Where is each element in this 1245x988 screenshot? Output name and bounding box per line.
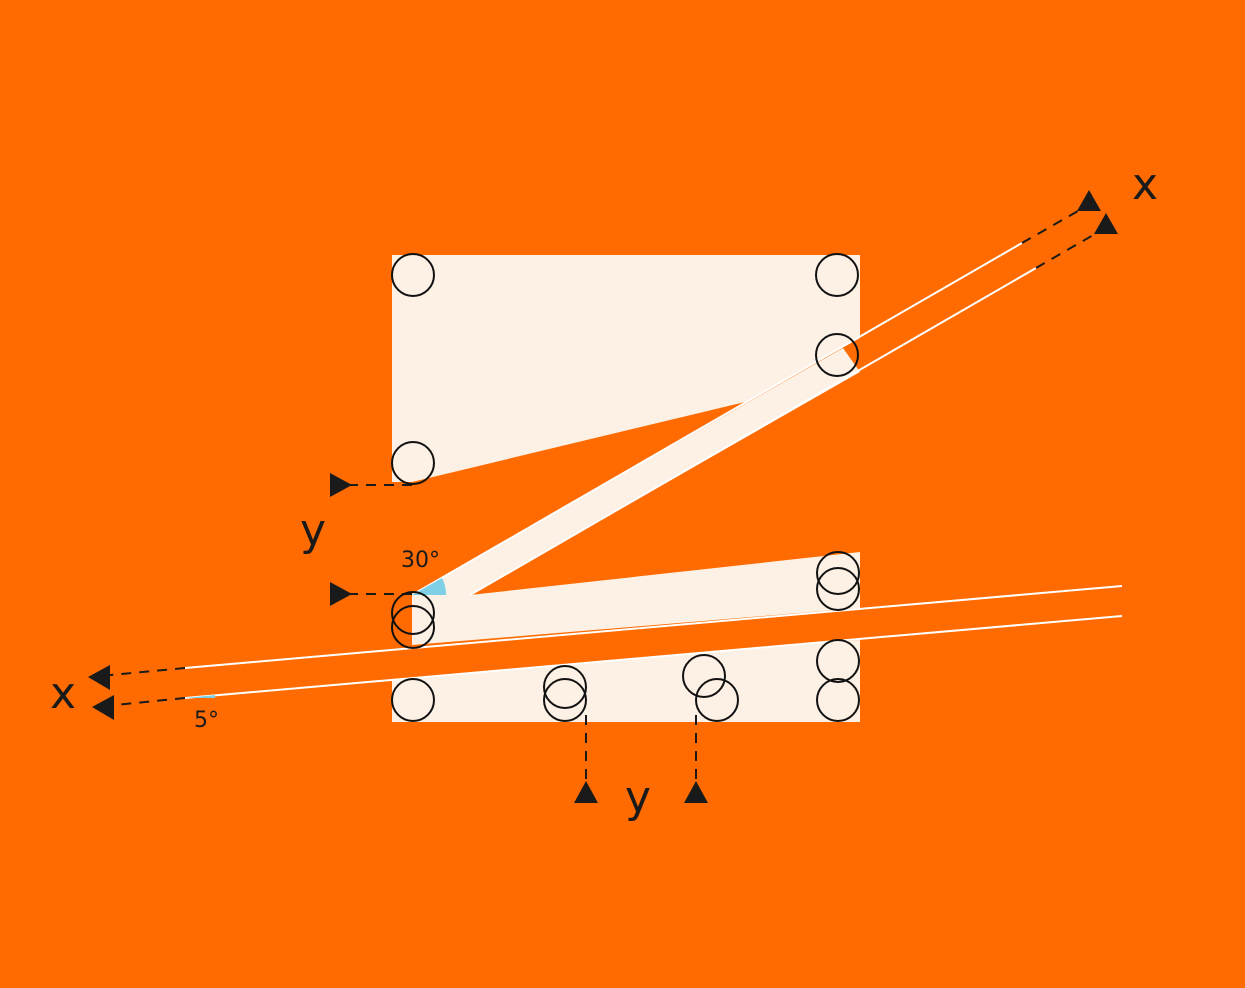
hole-circle bbox=[391, 441, 435, 485]
hole-circle bbox=[391, 253, 435, 297]
arrow-y-left-1 bbox=[330, 473, 352, 497]
slope-line-upper bbox=[184, 585, 1123, 669]
hole-circle bbox=[695, 678, 739, 722]
hole-circle bbox=[816, 678, 860, 722]
dimension-dashes bbox=[99, 206, 1103, 785]
upper-panel bbox=[392, 255, 860, 482]
arrow-x-top-1 bbox=[1077, 190, 1101, 211]
diagonal-strip bbox=[412, 348, 860, 595]
panel-gap bbox=[185, 586, 1122, 698]
arrow-y-left-2 bbox=[330, 582, 352, 606]
hole-circle bbox=[815, 333, 859, 377]
label-x-left: x bbox=[50, 668, 76, 719]
hole-circle bbox=[816, 551, 860, 595]
dimension-arrowheads bbox=[88, 190, 1118, 803]
arrow-x-top-2 bbox=[1094, 213, 1118, 234]
hole-circle bbox=[391, 605, 435, 649]
hole-circle bbox=[543, 678, 587, 722]
hole-circle bbox=[543, 665, 587, 709]
hole-markers bbox=[391, 253, 860, 722]
arrow-x-left-2 bbox=[92, 695, 114, 720]
label-angle-30: 30° bbox=[401, 548, 440, 573]
diagonal-edge-line-bottom bbox=[469, 267, 1037, 596]
hole-circle bbox=[391, 591, 435, 635]
arrow-y-bottom-1 bbox=[574, 781, 598, 803]
label-y-left: y bbox=[300, 505, 326, 556]
hole-circle bbox=[816, 567, 860, 611]
hole-circle bbox=[682, 654, 726, 698]
diagonal-edge-line-top bbox=[411, 242, 1023, 596]
label-y-bottom: y bbox=[625, 772, 651, 823]
label-x-top: x bbox=[1132, 159, 1158, 210]
hole-circle bbox=[816, 639, 860, 683]
label-angle-5: 5° bbox=[194, 708, 219, 733]
lower-panel bbox=[392, 640, 860, 722]
hole-circle bbox=[391, 678, 435, 722]
arrow-y-bottom-2 bbox=[684, 781, 708, 803]
middle-wedge-panel bbox=[412, 552, 860, 645]
arrow-x-left-1 bbox=[88, 665, 110, 690]
hole-circle bbox=[815, 253, 859, 297]
angle-5-wedge bbox=[185, 695, 215, 698]
angle-30-wedge bbox=[412, 578, 447, 595]
slope-line-lower bbox=[184, 615, 1123, 699]
